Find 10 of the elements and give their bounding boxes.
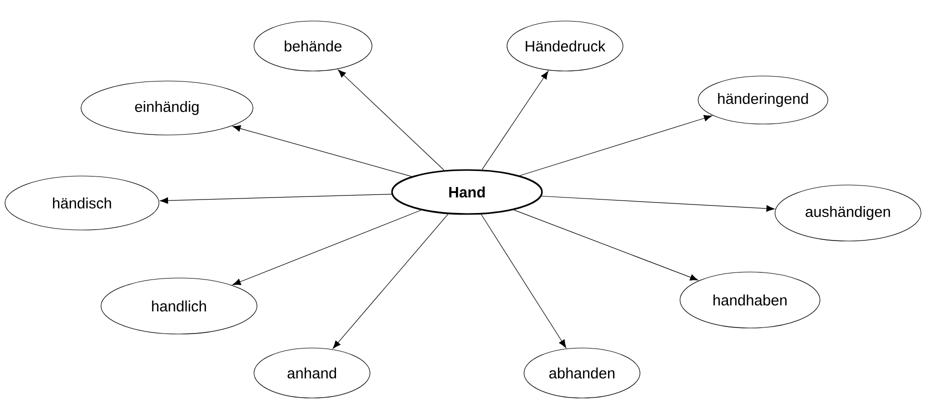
arrow [541,196,775,212]
arrow [232,125,412,177]
arrow [338,70,444,171]
arrow [160,194,392,204]
arrow [519,115,712,176]
arrow [480,214,566,348]
arrow [482,70,548,170]
arrow [232,210,422,285]
arrow [514,210,698,280]
arrow [332,214,448,349]
